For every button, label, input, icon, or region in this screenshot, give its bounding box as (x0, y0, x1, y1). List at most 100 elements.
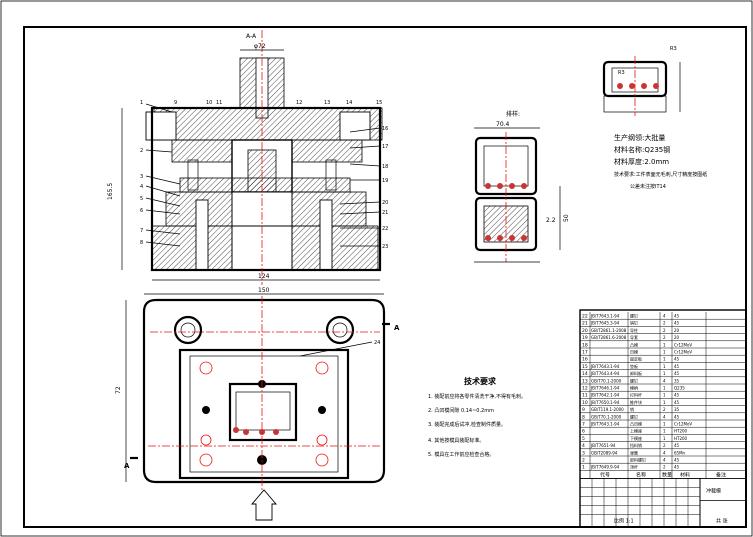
part-side-dim: 50 (563, 214, 570, 222)
table-cell: 19 (582, 335, 588, 341)
table-cell: GB/T2089-94 (591, 450, 618, 455)
svg-text:21: 21 (382, 210, 388, 216)
table-cell: 2 (663, 335, 666, 340)
svg-text:2: 2 (140, 148, 143, 154)
svg-text:7: 7 (140, 228, 143, 234)
plan-view: 150 72 A A 24 (115, 287, 400, 521)
table-cell: Cr12MoV (674, 342, 692, 347)
tech-item: 4. 其他按模具装配标准。 (428, 437, 484, 444)
guide-hole-left (173, 315, 203, 345)
leaders-right: 16 17 18 19 20 21 22 23 (339, 126, 388, 250)
table-cell: 螺钉 (630, 377, 638, 383)
table-cell: 18 (582, 342, 588, 348)
plan-width-dim: 150 (258, 287, 270, 294)
table-cell: 固定板 (630, 356, 642, 362)
table-cell: 凸模 (630, 341, 638, 347)
table-header-cell: 材料 (680, 471, 690, 478)
table-cell: 销 (630, 406, 634, 412)
table-cell: 2 (582, 458, 585, 464)
product-info-line: 技术要求:工件表面无毛刺,尺寸精度按图纸 (614, 171, 707, 178)
table-cell: 模柄 (630, 385, 638, 391)
tech-item: 5. 模具在工作前应检查合格。 (428, 451, 494, 458)
product-info-line: 材料厚度:2.0mm (614, 157, 669, 166)
table-cell: 4 (582, 443, 585, 449)
table-cell: 14 (582, 371, 588, 377)
table-cell: 导套 (630, 334, 638, 340)
svg-text:17: 17 (382, 144, 388, 150)
table-cell: HT200 (674, 436, 688, 441)
svg-text:8: 8 (140, 240, 143, 246)
table-cell: 螺钉 (630, 313, 638, 319)
table-cell: 1 (663, 436, 666, 441)
svg-text:14: 14 (346, 100, 352, 106)
inner-frame (23, 26, 747, 528)
table-cell: 1 (663, 422, 666, 427)
table-cell: GB/T70.1-2000 (591, 414, 622, 419)
table-cell: 1 (663, 400, 666, 405)
guide-pillar-right (319, 199, 333, 271)
table-cell: 垫板 (630, 363, 638, 369)
svg-text:9: 9 (174, 100, 177, 106)
table-header-cell: 代号 (600, 471, 610, 478)
guide-hole-right (325, 315, 355, 345)
svg-text:23: 23 (382, 244, 388, 250)
table-cell: 导柱 (630, 327, 638, 333)
table-cell: GB/T2861.1-2008 (591, 328, 627, 333)
svg-text:5: 5 (140, 196, 143, 202)
svg-text:16: 16 (382, 126, 388, 132)
section-mark-left: A (124, 462, 130, 470)
table-cell: JB/T7646.1-94 (590, 386, 620, 391)
product-info-line: 材料名称:Q235钢 (614, 145, 670, 154)
table-cell: GB/T70.1-2000 (591, 378, 622, 383)
table-cell: 22 (582, 314, 588, 320)
table-cell: 45 (674, 465, 680, 470)
guide-bush-left (145, 111, 177, 141)
plan-height-dim: 72 (115, 386, 122, 394)
stripper-plate (179, 177, 351, 193)
table-cell: 45 (674, 443, 680, 448)
section-outline (150, 106, 382, 272)
strip-pilot-holes (485, 183, 527, 241)
part-width-dim: 70.4 (496, 121, 510, 128)
section-mark-right: A (394, 324, 400, 332)
table-cell: 凸凹模 (630, 421, 642, 427)
table-cell: 1 (663, 371, 666, 376)
tech-item: 1. 装配前应将各零件清洗干净,不得有毛刺。 (428, 393, 526, 400)
table-cell: 4 (663, 314, 666, 319)
svg-text:13: 13 (324, 100, 330, 106)
table-cell: 顶杆 (630, 464, 638, 470)
product-info-line: 生产纲领:大批量 (614, 133, 665, 142)
die-plate-outline (178, 348, 350, 480)
table-cell: Cr12MoV (674, 350, 692, 355)
screw-holes (199, 361, 329, 467)
table-cell: 20 (582, 328, 588, 334)
table-cell: JB/T7649.9-94 (590, 465, 620, 470)
top-width-dim: φ72 (254, 43, 266, 50)
table-cell: JB/T7651-94 (590, 443, 616, 448)
svg-text:18: 18 (382, 164, 388, 170)
table-cell: 13 (582, 378, 588, 384)
table-cell: 7 (582, 422, 585, 428)
table-cell: 45 (674, 458, 680, 463)
section-view: A-A φ72 165.5 (107, 30, 388, 285)
table-cell: 8 (582, 414, 585, 420)
table-cell: 1 (663, 364, 666, 369)
section-label: A-A (246, 33, 257, 40)
svg-text:22: 22 (382, 226, 388, 232)
table-cell: 2 (663, 328, 666, 333)
table-cell: HT200 (674, 429, 688, 434)
table-cell: JB/T7643.1-94 (590, 422, 620, 427)
lower-die-outline (142, 298, 386, 484)
